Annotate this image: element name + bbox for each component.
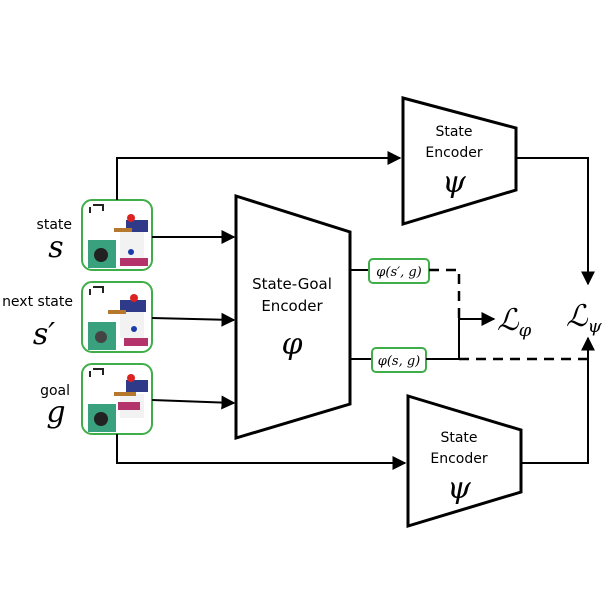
state-encoder-top-label-2: Encoder [425,145,482,161]
next-state-symbol: s′ [33,317,55,352]
goal-label: goal [40,383,70,399]
state-encoder-bottom-label-2: Encoder [430,451,487,467]
state-goal-encoder: State-Goal Encoder φ [234,193,352,441]
psi-symbol: ψ [447,471,471,506]
arrow-to-loss-phi [426,312,496,360]
robot-scene-icon [88,368,148,432]
arrow-state-encoder-to-loss-psi [516,157,595,286]
feature-box-current: φ(s, g) [371,347,427,373]
state-symbol: s [48,230,63,265]
state-encoder-top: State Encoder ψ [401,96,518,227]
robot-scene-icon [88,286,148,350]
state-encoder-top-label-1: State [435,124,472,140]
svg-text:φ(s′, g): φ(s′, g) [376,265,421,280]
feature-box-next: φ(s′, g) [368,258,430,284]
svg-text:φ(s, g): φ(s, g) [378,354,421,369]
loss-phi: ℒφ [497,303,532,341]
arrow-goal-to-sg-encoder [151,395,236,410]
state-image [81,199,153,271]
state-label: state [37,217,72,233]
goal-image [81,363,153,435]
next-state-label: next state [2,294,73,310]
goal-symbol: g [46,395,65,430]
next-state-image [81,281,153,353]
arrow-next-state-to-sg-encoder [151,312,236,327]
loss-psi: ℒψ [566,299,603,337]
state-encoder-bottom: State Encoder ψ [406,393,523,529]
arrow-state-to-state-encoder [116,151,402,200]
psi-symbol: ψ [442,165,466,200]
arrow-goal-to-state-encoder [116,434,407,470]
dashed-next-feature [429,268,461,319]
state-goal-encoder-label-1: State-Goal [252,275,332,293]
phi-symbol: φ [281,327,302,362]
robot-scene-icon [88,204,148,268]
state-encoder-bottom-label-1: State [440,430,477,446]
state-goal-encoder-label-2: Encoder [261,297,323,315]
arrow-goal-encoder-to-loss-psi [521,336,595,464]
